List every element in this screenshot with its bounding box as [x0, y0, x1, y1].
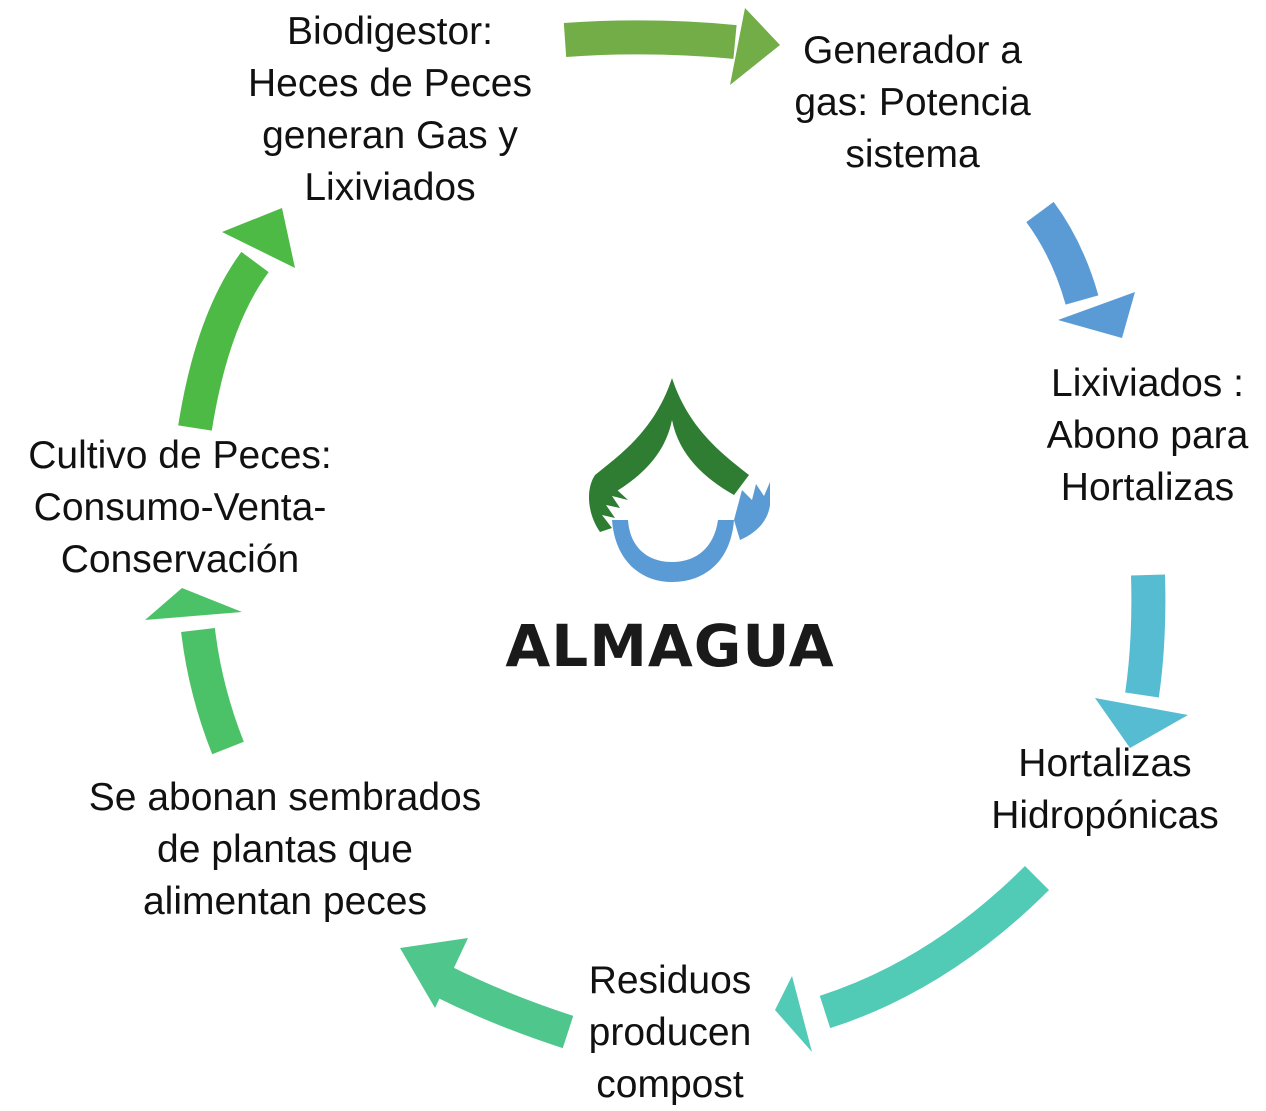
logo-left-hand: [588, 475, 628, 532]
logo-drop-bottom: [612, 520, 734, 582]
node-line: Lixiviados :: [1051, 362, 1244, 405]
logo-right-hand: [734, 482, 770, 540]
arrow-head: [400, 938, 468, 1008]
node-line: Abono para: [1046, 414, 1249, 457]
node-abonan: Se abonan sembrados de plantas que alime…: [50, 772, 520, 928]
arrow-biodigestor-to-generador: [563, 8, 780, 85]
node-line: Heces de Peces: [248, 62, 532, 105]
node-lixiviados: Lixiviados : Abono para Hortalizas: [1025, 358, 1266, 514]
node-line: Residuos: [588, 959, 752, 1002]
node-line: Conservación: [60, 538, 300, 581]
node-line: Consumo-Venta-: [33, 486, 327, 529]
arrow-shaft: [432, 964, 574, 1049]
node-biodigestor: Biodigestor: Heces de Peces generan Gas …: [215, 6, 565, 214]
node-hortalizas: Hortalizas Hidropónicas: [965, 738, 1245, 842]
node-line: Generador a: [803, 29, 1022, 72]
arrow-shaft: [1026, 201, 1099, 305]
node-line: sistema: [845, 133, 980, 176]
node-line: Hortalizas: [1018, 742, 1192, 785]
node-line: generan Gas y: [262, 114, 518, 157]
arrow-cultivo-to-biodigestor: [178, 208, 295, 431]
arrow-head: [1058, 292, 1135, 338]
arrow-shaft: [819, 865, 1050, 1029]
node-line: Hidropónicas: [991, 794, 1219, 837]
node-line: Cultivo de Peces:: [28, 434, 332, 477]
node-line: de plantas que: [157, 828, 413, 871]
arrow-head: [222, 208, 295, 268]
node-line: gas: Potencia: [794, 81, 1031, 124]
arrow-head: [1095, 698, 1188, 748]
node-line: compost: [596, 1063, 744, 1106]
arrow-shaft: [181, 627, 244, 755]
brand-name: ALMAGUA: [505, 612, 835, 680]
arrow-shaft: [178, 251, 269, 431]
arrow-head: [775, 976, 812, 1052]
arrow-lixiviados-to-hortalizas: [1095, 574, 1188, 748]
node-generador: Generador a gas: Potencia sistema: [770, 25, 1055, 181]
node-line: Hortalizas: [1060, 466, 1235, 509]
logo-drop-top: [595, 378, 749, 495]
node-line: Lixiviados: [304, 166, 476, 209]
arrow-hortalizas-to-residuos: [775, 865, 1050, 1052]
node-residuos: Residuos producen compost: [555, 955, 785, 1111]
almagua-logo: [588, 378, 770, 582]
arrow-abonan-to-cultivo: [145, 588, 244, 755]
arrow-head: [145, 588, 242, 620]
arrow-shaft: [1125, 574, 1166, 698]
node-line: alimentan peces: [142, 880, 427, 923]
node-cultivo: Cultivo de Peces: Consumo-Venta- Conserv…: [0, 430, 360, 586]
arrow-generador-to-lixiviados: [1026, 201, 1135, 338]
node-line: Se abonan sembrados: [88, 776, 482, 819]
arrow-head: [730, 8, 780, 85]
arrow-shaft: [563, 20, 737, 59]
node-line: producen: [588, 1011, 752, 1054]
arrow-residuos-to-abonan: [400, 938, 574, 1049]
node-line: Biodigestor:: [287, 10, 493, 53]
